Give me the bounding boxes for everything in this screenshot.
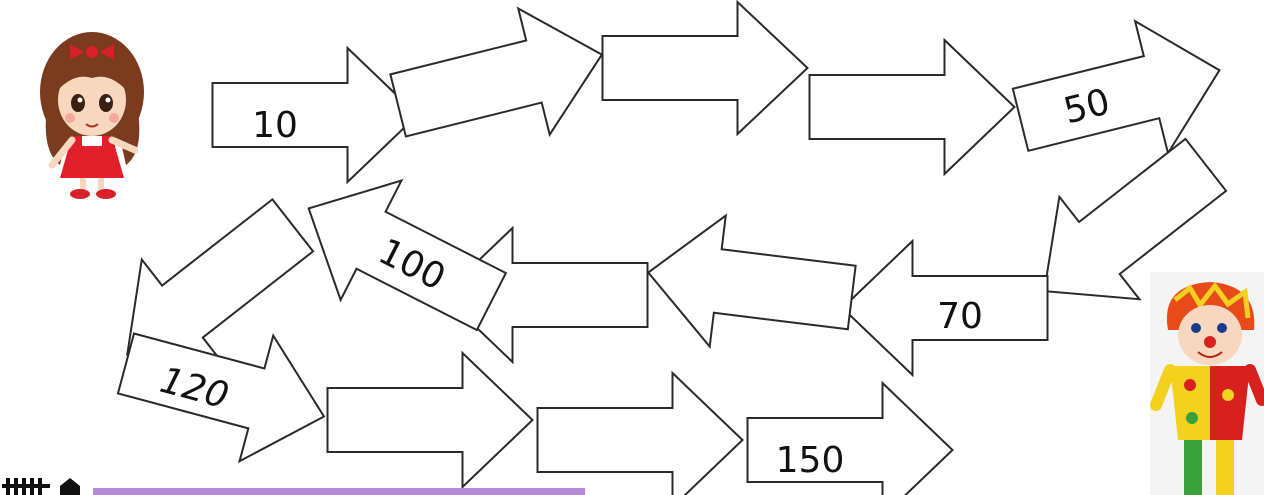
clown-character-image	[1150, 272, 1264, 495]
arrow-shape	[126, 197, 315, 365]
arrow-11	[126, 197, 315, 365]
arrow-shape	[841, 238, 1049, 378]
arrow-label: 70	[937, 296, 983, 337]
arrow-shape	[1011, 19, 1221, 156]
arrow-10: 100	[307, 178, 508, 332]
arrow-12: 120	[116, 332, 326, 464]
arrow-shape	[601, 0, 809, 137]
arrow-shape	[808, 37, 1016, 177]
arrow-label: 10	[252, 105, 298, 146]
arrow-shape	[307, 178, 508, 332]
arrow-shape	[211, 45, 419, 185]
bottom-bar	[93, 488, 585, 495]
arrow-5: 50	[1011, 19, 1221, 156]
arrow-shape	[746, 380, 954, 495]
girl-character-image	[40, 32, 144, 199]
arrow-2	[389, 6, 604, 138]
arrow-7: 70	[841, 238, 1049, 378]
arrow-shape	[646, 213, 857, 349]
arrow-shape	[536, 370, 744, 495]
arrow-shape	[1043, 137, 1228, 301]
arrow-13	[326, 350, 534, 490]
arrow-label: 150	[776, 440, 845, 481]
arrow-3	[601, 0, 809, 137]
arrow-8	[646, 213, 857, 349]
arrow-6	[1043, 137, 1228, 301]
arrow-shape	[326, 350, 534, 490]
arrow-shape	[389, 6, 604, 138]
arrow-14	[536, 370, 744, 495]
arrow-shape	[116, 332, 326, 464]
arrow-1: 10	[211, 45, 419, 185]
fence-house-icon	[2, 478, 80, 495]
arrow-15: 150	[746, 380, 954, 495]
arrow-4	[808, 37, 1016, 177]
